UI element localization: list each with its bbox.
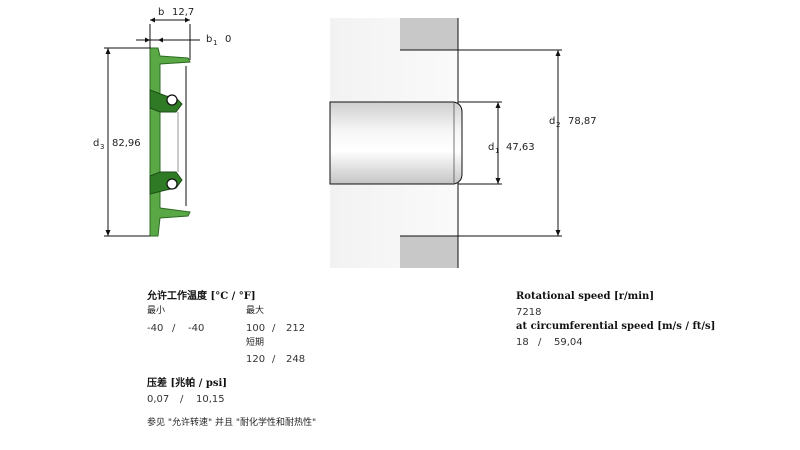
pressure-sep: / [180,394,184,405]
dim-d3-sub: 3 [100,143,104,151]
circ-speed-sep: / [538,337,542,348]
dim-d1-sub: 1 [495,147,499,155]
temp-short-label: 短期 [246,338,265,348]
dimension-d1: d 1 47,63 [458,101,535,185]
dim-b-value: 12,7 [172,7,194,18]
dim-d2-sub: 2 [556,121,560,129]
circ-speed-ms: 18 [516,337,529,348]
temperature-title: 允许工作温度 [°C / °F] [147,291,256,302]
dim-b1-label: b [206,34,212,45]
temp-max-label: 最大 [246,306,265,316]
temp-short-sep: / [272,354,276,365]
seal-cross-section [149,47,191,237]
reference-note: 参见 "允许转速" 并且 "耐化学性和耐热性" [147,418,317,428]
temp-short-c: 120 [246,354,266,365]
dim-d1-value: 47,63 [506,142,535,153]
temp-short-f: 248 [286,354,306,365]
rotational-speed-value: 7218 [516,307,542,318]
housing-assembly [329,18,463,268]
dim-b-label: b [158,7,164,18]
temp-max-sep: / [272,323,276,334]
temp-min-f: -40 [188,323,205,334]
dim-d1-label: d [488,142,494,153]
temp-max-f: 212 [286,323,306,334]
dim-b1-value: 0 [225,34,231,45]
rotational-speed-title: Rotational speed [r/min] [516,291,655,302]
pressure-title: 压差 [兆帕 / psi] [147,378,227,389]
pressure-psi: 10,15 [196,394,225,405]
dimension-d3: d 3 82,96 [93,47,150,237]
dim-d2-value: 78,87 [568,116,597,127]
dimension-b1: b 1 0 [136,34,231,47]
circ-speed-fts: 59,04 [554,337,583,348]
temp-min-c: -40 [147,323,164,334]
dimension-b: b 12,7 [149,7,194,60]
pressure-mpa: 0,07 [147,394,170,405]
dim-d3-value: 82,96 [112,138,141,149]
dim-b1-sub: 1 [213,39,217,47]
temp-max-c: 100 [246,323,266,334]
circumferential-speed-title: at circumferential speed [m/s / ft/s] [516,321,716,332]
temp-min-label: 最小 [147,306,166,316]
temp-min-sep: / [172,323,176,334]
dimension-d2: d 2 78,87 [458,49,597,237]
dim-d3-label: d [93,138,99,149]
dim-d2-label: d [549,116,555,127]
